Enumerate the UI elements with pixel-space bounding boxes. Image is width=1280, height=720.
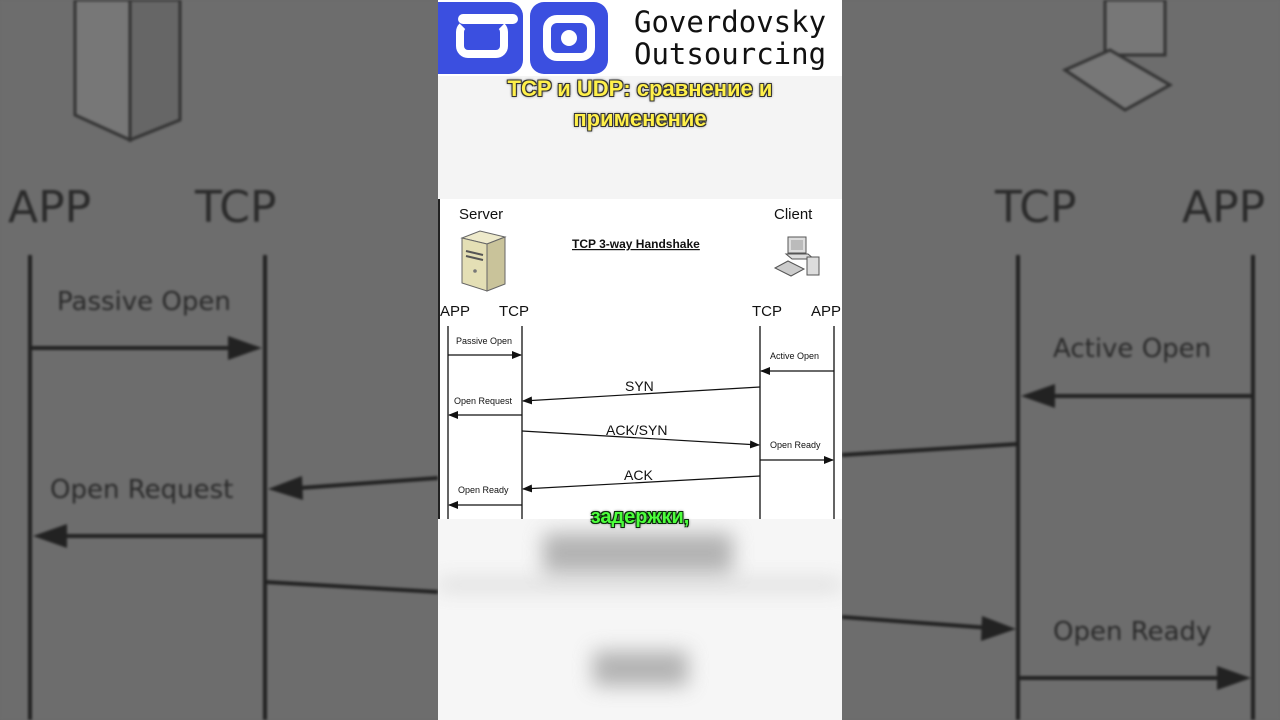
video-title-line2: применение [573,106,707,131]
app-right-label: APP [811,303,841,320]
desktop-computer-icon [773,236,820,277]
client-label: Client [774,206,813,223]
server-tower-icon [460,230,507,292]
brand-name-line2: Outsourcing [634,37,827,71]
brand-name-line1: Goverdovsky [634,5,827,39]
app-left-label: APP [440,303,470,320]
server-label: Server [459,206,503,223]
tcp-handshake-diagram: Server Client TCP 3-way Handshake APP [438,199,842,519]
open-request-label: Open Request [454,396,513,406]
bg-open-request: Open Request [50,475,233,505]
diagram-heading: TCP 3-way Handshake [572,237,700,251]
bg-open-ready: Open Ready [1053,617,1211,647]
bg-app-right-label: APP [1182,182,1265,233]
passive-open-label: Passive Open [456,336,512,346]
bg-active-open: Active Open [1053,334,1211,364]
open-ready-client-label: Open Ready [770,440,821,450]
tcp-right-label: TCP [752,303,782,320]
video-frame: Goverdovsky Outsourcing TCP и UDP: сравн… [438,0,842,720]
syn-label: SYN [625,378,654,394]
open-ready-server-label: Open Ready [458,485,509,495]
tcp-left-label: TCP [499,303,529,320]
bg-app-left-label: APP [8,182,91,233]
brand-logo-o-icon [530,2,608,74]
bg-tcp-right-label: TCP [994,182,1077,233]
ack-syn-arrow [521,430,760,449]
ack-label: ACK [624,467,653,483]
active-open-label: Active Open [770,351,819,361]
brand-logo-g-icon [438,2,523,74]
brand-header: Goverdovsky Outsourcing [438,0,842,76]
subtitle-caption: задержки, [590,506,690,528]
ack-syn-label: ACK/SYN [606,422,667,438]
syn-arrow [522,386,761,405]
blurred-video-area [438,519,842,720]
ack-arrow [522,475,761,493]
video-title-line1: TCP и UDP: сравнение и [507,76,773,101]
bg-passive-open: Passive Open [57,287,231,317]
bg-tcp-left-label: TCP [194,182,277,233]
